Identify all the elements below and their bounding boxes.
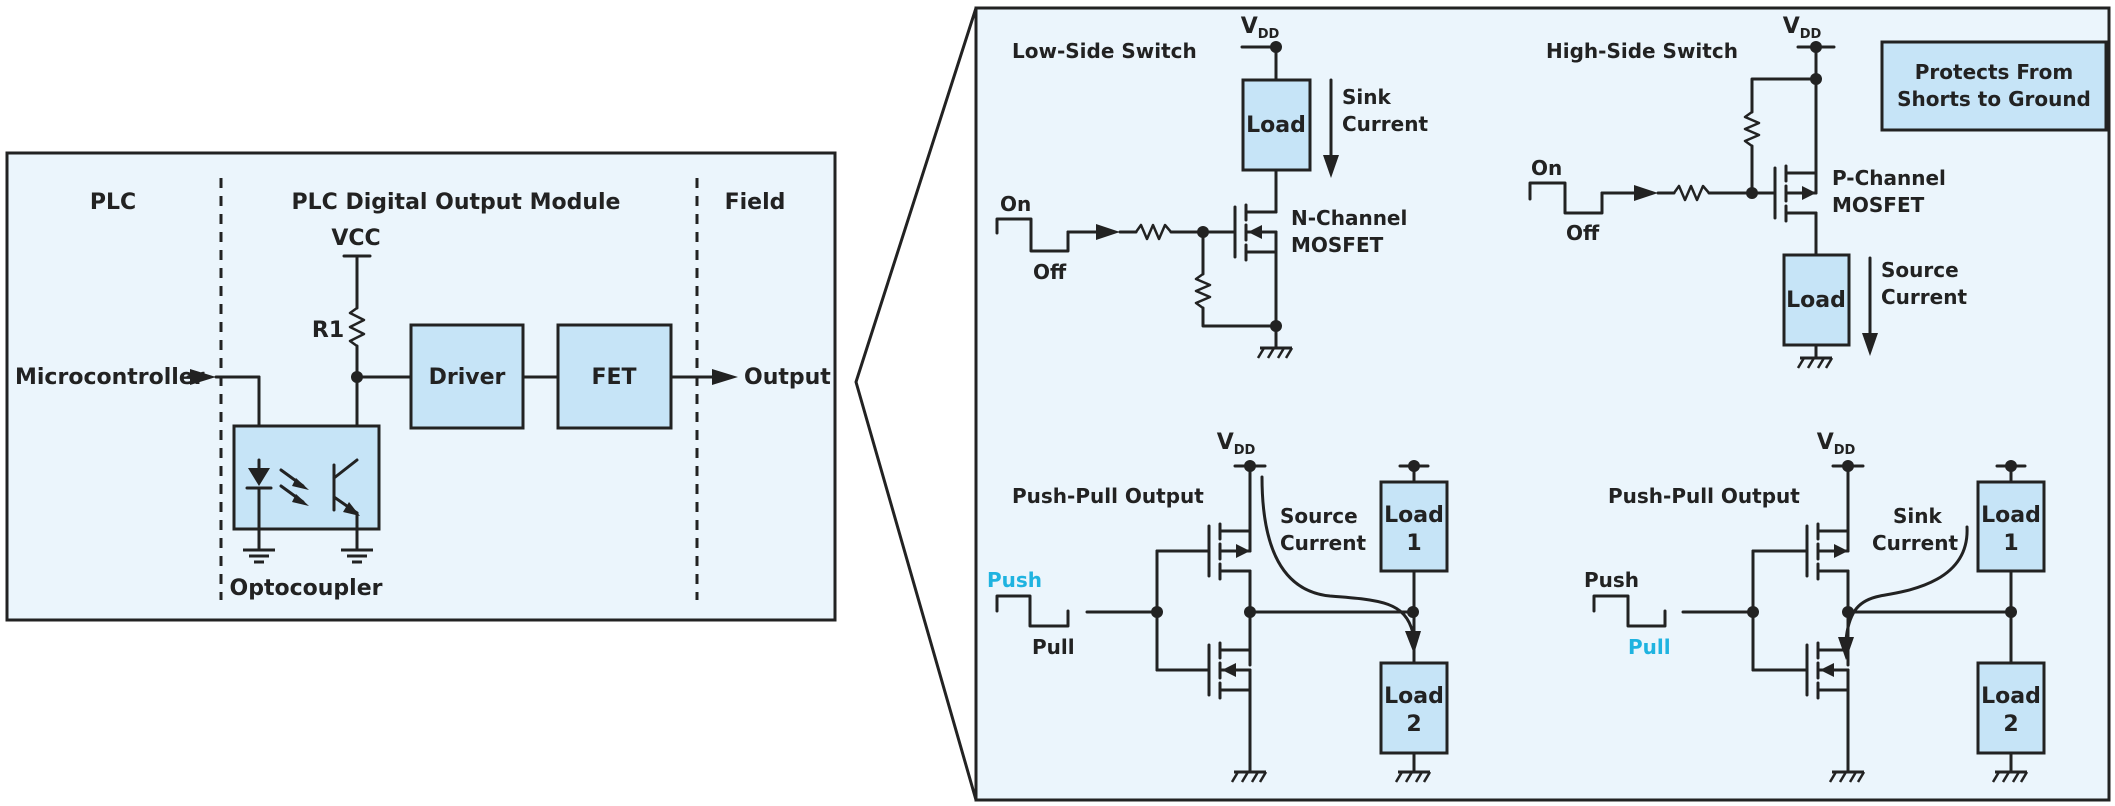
svg-text:Off: Off (1566, 221, 1600, 245)
svg-text:Protects From: Protects From (1915, 60, 2074, 84)
push-pull-output-2: Push-Pull Output VDD Sink Current (1584, 430, 2046, 784)
r1-resistor (348, 306, 366, 348)
svg-text:VDD: VDD (1217, 430, 1256, 458)
svg-text:Current: Current (1881, 285, 1967, 309)
svg-text:2: 2 (2003, 712, 2018, 737)
microcontroller-label: Microcontroller (15, 365, 205, 390)
svg-text:Current: Current (1280, 531, 1366, 555)
input-waveform (995, 217, 1070, 253)
svg-text:Push: Push (1584, 568, 1639, 592)
n-channel-label: N-Channel (1291, 206, 1407, 230)
section-module-label: PLC Digital Output Module (292, 190, 621, 215)
r1-label: R1 (312, 318, 344, 343)
driver-label: Driver (429, 365, 506, 390)
svg-text:1: 1 (1406, 531, 1421, 556)
low-side-title: Low-Side Switch (1012, 39, 1197, 63)
push-pull-output-1: Push-Pull Output VDD Source Current (987, 430, 1449, 784)
output-label: Output (744, 365, 831, 390)
svg-text:VDD: VDD (1817, 430, 1856, 458)
svg-text:Sink: Sink (1893, 504, 1942, 528)
svg-text:Load: Load (1384, 503, 1444, 528)
svg-text:Push-Pull Output: Push-Pull Output (1012, 484, 1204, 508)
mosfet-label: MOSFET (1291, 233, 1384, 257)
svg-text:VDD: VDD (1241, 14, 1280, 42)
protects-callout (1880, 40, 2108, 132)
push-label: Push (987, 568, 1042, 592)
fet-label: FET (591, 365, 636, 390)
svg-text:Load: Load (1384, 684, 1444, 709)
pull-label: Pull (1032, 635, 1075, 659)
svg-text:Load: Load (1981, 684, 2041, 709)
svg-text:Load: Load (1981, 503, 2041, 528)
vdd-label: V (1241, 14, 1258, 39)
load-1-block (1379, 480, 1449, 573)
svg-text:Shorts to Ground: Shorts to Ground (1897, 87, 2091, 111)
svg-text:Source: Source (1280, 504, 1358, 528)
led-diode-icon (248, 468, 270, 486)
switch-topologies-panel (974, 6, 2111, 802)
load-2-block (1976, 661, 2046, 755)
section-field-label: Field (725, 190, 786, 215)
svg-text:Pull: Pull (1628, 635, 1671, 659)
svg-text:MOSFET: MOSFET (1832, 193, 1925, 217)
sink-current-label-2: Current (1342, 112, 1428, 136)
svg-text:2: 2 (1406, 712, 1421, 737)
fet-block (556, 323, 673, 430)
low-side-switch: Low-Side Switch VDD Load Sink Current On… (995, 14, 1428, 360)
svg-text:1: 1 (2003, 531, 2018, 556)
svg-text:VDD: VDD (1783, 14, 1822, 42)
load-block (1782, 253, 1851, 347)
vdd-subscript: DD (1258, 27, 1280, 42)
svg-text:Current: Current (1872, 531, 1958, 555)
svg-text:Load: Load (1246, 113, 1306, 138)
section-plc-label: PLC (90, 190, 136, 215)
on-label: On (1000, 192, 1031, 216)
svg-text:Load: Load (1786, 288, 1846, 313)
svg-text:On: On (1531, 156, 1562, 180)
svg-text:P-Channel: P-Channel (1832, 166, 1946, 190)
vcc-label: VCC (331, 226, 380, 251)
gate-resistor (1134, 223, 1172, 241)
zoom-connector (854, 6, 978, 802)
load-1-block (1976, 480, 2046, 573)
svg-text:Push-Pull Output: Push-Pull Output (1608, 484, 1800, 508)
driver-block (409, 323, 525, 430)
load-2-block (1379, 661, 1449, 755)
high-side-title: High-Side Switch (1546, 39, 1738, 63)
plc-module-panel: PLC PLC Digital Output Module Field VCC … (5, 151, 837, 622)
off-label: Off (1033, 260, 1067, 284)
svg-text:Source: Source (1881, 258, 1959, 282)
high-side-switch: High-Side Switch Protects From Shorts to… (1528, 14, 2108, 370)
optocoupler-label: Optocoupler (230, 576, 383, 601)
sink-current-label-1: Sink (1342, 85, 1391, 109)
